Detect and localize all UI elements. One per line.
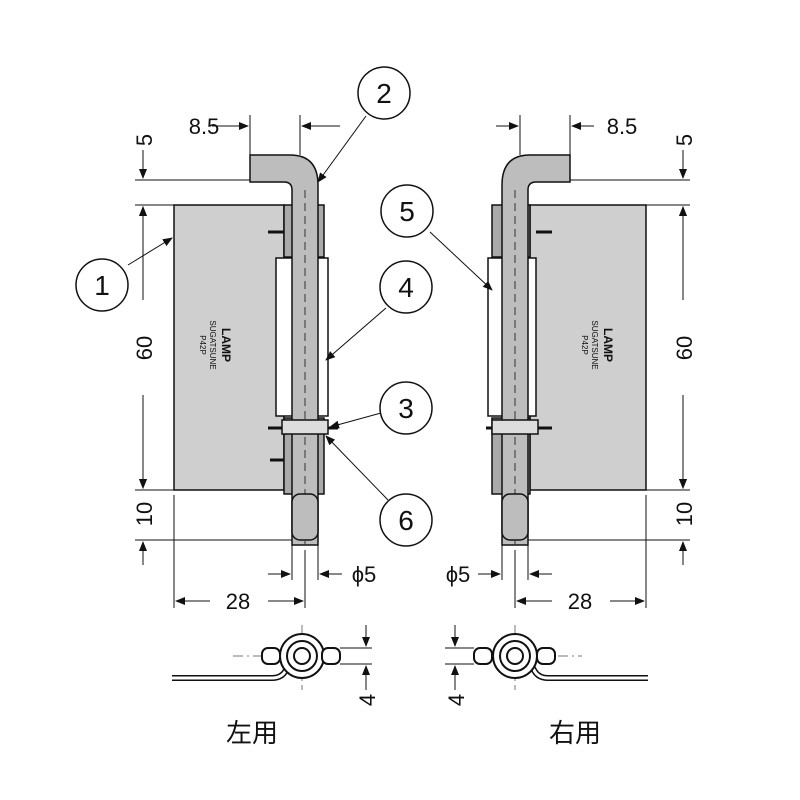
left-caption: 左用 (226, 718, 278, 748)
callout-2: 2 (376, 78, 392, 109)
right-dim-pin: ϕ5 (446, 562, 471, 587)
right-dim-width: 28 (568, 589, 592, 614)
right-section-view: 4 右用 (444, 625, 648, 748)
left-section-dim: 4 (355, 694, 380, 706)
right-brand-logo: LAMP (601, 328, 615, 362)
left-dim-width: 28 (226, 589, 250, 614)
callout-3: 3 (398, 393, 414, 424)
left-section-view: 4 左用 (172, 625, 380, 748)
callout-4: 4 (398, 272, 414, 303)
callout-5: 5 (399, 196, 415, 227)
right-dim-body: 60 (672, 336, 697, 360)
left-brand-logo: LAMP (219, 328, 233, 362)
left-dim-pin: ϕ5 (352, 562, 377, 587)
left-brand-code: P42P (198, 335, 207, 355)
callout-1-circle (75, 258, 129, 312)
right-hinge-view: LAMP SUGATSUNE P42P 8.5 5 60 10 (380, 114, 697, 614)
callout-1: 1 (94, 270, 110, 301)
left-brand-maker: SUGATSUNE (208, 320, 217, 369)
right-brand-code: P42P (580, 335, 589, 355)
right-clip (491, 419, 539, 435)
left-dim-bottom: 10 (132, 502, 157, 526)
callout-3-circle (379, 381, 433, 435)
left-dim-offset: 8.5 (189, 114, 220, 139)
left-dim-top: 5 (132, 134, 157, 146)
left-pin-end (291, 493, 319, 541)
right-dim-offset: 8.5 (607, 114, 638, 139)
callout-2-circle (357, 66, 411, 120)
left-hinge-view: LAMP SUGATSUNE P42P 8.5 5 (75, 66, 433, 614)
right-dim-top: 5 (672, 134, 697, 146)
right-brand-maker: SUGATSUNE (590, 320, 599, 369)
callout-5-circle (380, 184, 434, 238)
left-brand-mark: LAMP SUGATSUNE P42P (198, 320, 233, 369)
right-caption: 右用 (549, 718, 601, 748)
right-section-dim: 4 (444, 694, 469, 706)
callout-6: 6 (398, 505, 414, 536)
left-clip (281, 419, 329, 435)
right-brand-mark: LAMP SUGATSUNE P42P (580, 320, 615, 369)
right-pin-end (501, 493, 529, 541)
callout-6-circle (379, 493, 433, 547)
left-hinge-plate (173, 204, 285, 491)
right-hinge-plate (529, 204, 647, 491)
callout-4-circle (379, 260, 433, 314)
left-dim-body: 60 (132, 336, 157, 360)
right-dim-bottom: 10 (672, 502, 697, 526)
